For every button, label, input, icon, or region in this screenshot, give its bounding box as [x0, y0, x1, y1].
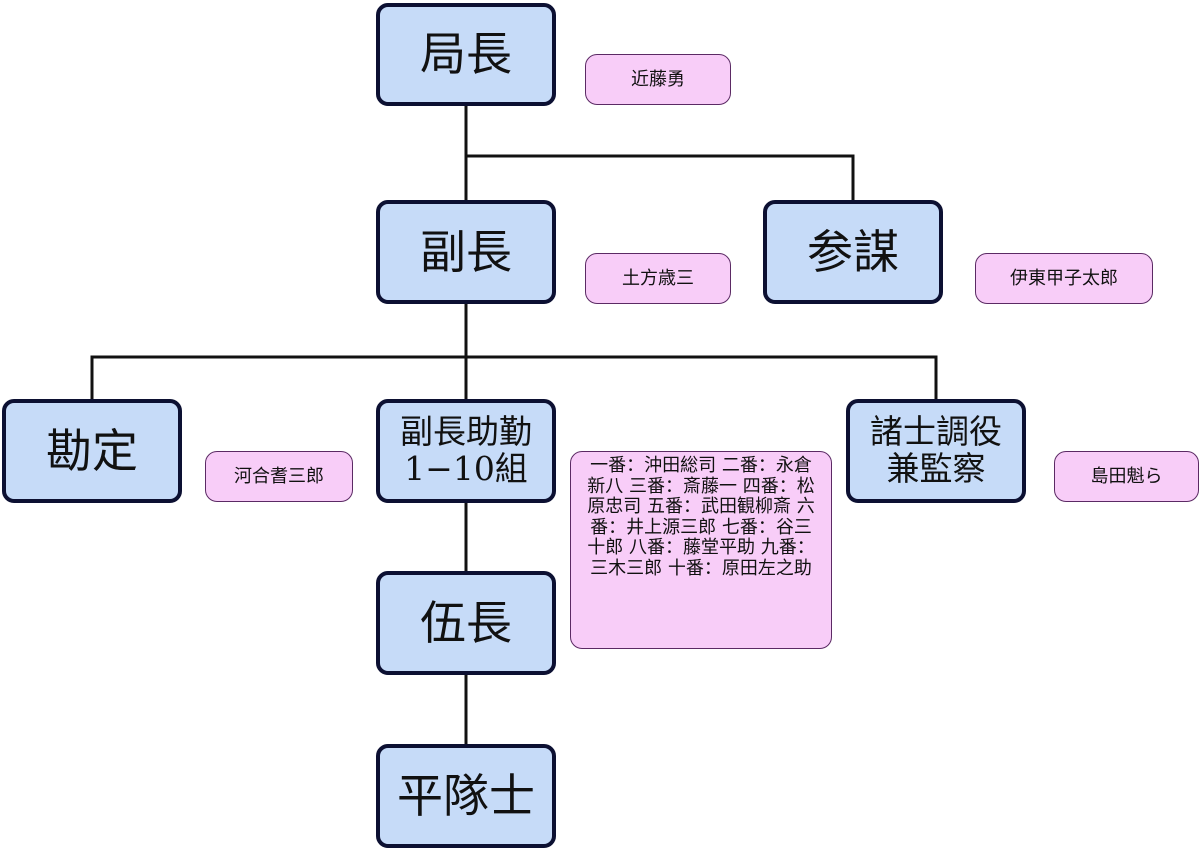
role-sanbo-label: 参謀	[807, 224, 899, 279]
note-kanjo-text: 河合耆三郎	[234, 465, 324, 487]
role-heitaishi-label: 平隊士	[397, 768, 535, 823]
note-fukucho: 土方歳三	[585, 253, 731, 304]
note-kyokucho: 近藤勇	[585, 54, 731, 105]
role-kanjo-label: 勘定	[46, 423, 138, 478]
role-fukucho-jokin: 副長助勤 1−10組	[376, 399, 556, 503]
role-fukucho: 副長	[376, 200, 556, 304]
role-kyokucho-label: 局長	[420, 27, 512, 82]
role-kyokucho: 局長	[376, 3, 556, 106]
role-fukucho-label: 副長	[420, 224, 512, 279]
role-gocho-label: 伍長	[420, 595, 512, 650]
note-shoshi-text: 島田魁ら	[1090, 465, 1163, 487]
role-shoshi-label: 諸士調役 兼監察	[870, 412, 1002, 488]
note-sanbo: 伊東甲子太郎	[975, 253, 1153, 304]
note-fukucho-text: 土方歳三	[622, 267, 694, 289]
role-fukucho-jokin-label: 副長助勤 1−10組	[400, 412, 532, 488]
note-sanbo-text: 伊東甲子太郎	[1010, 267, 1118, 289]
role-heitaishi: 平隊士	[376, 744, 556, 848]
note-kanjo: 河合耆三郎	[205, 451, 353, 502]
role-sanbo: 参謀	[763, 200, 943, 304]
note-fukucho-jokin-text: 一番：沖田総司 二番：永倉新八 三番：斎藤一 四番：松原忠司 五番：武田観柳斎 …	[587, 455, 815, 579]
connector-sanbo	[466, 154, 855, 200]
note-kyokucho-text: 近藤勇	[631, 68, 685, 90]
note-shoshi: 島田魁ら	[1054, 451, 1199, 502]
role-gocho: 伍長	[376, 571, 556, 675]
role-shoshi: 諸士調役 兼監察	[846, 399, 1026, 503]
note-fukucho-jokin: 一番：沖田総司 二番：永倉新八 三番：斎藤一 四番：松原忠司 五番：武田観柳斎 …	[570, 451, 832, 649]
role-kanjo: 勘定	[2, 399, 182, 503]
connector-kanjo-shoshi	[90, 355, 938, 399]
